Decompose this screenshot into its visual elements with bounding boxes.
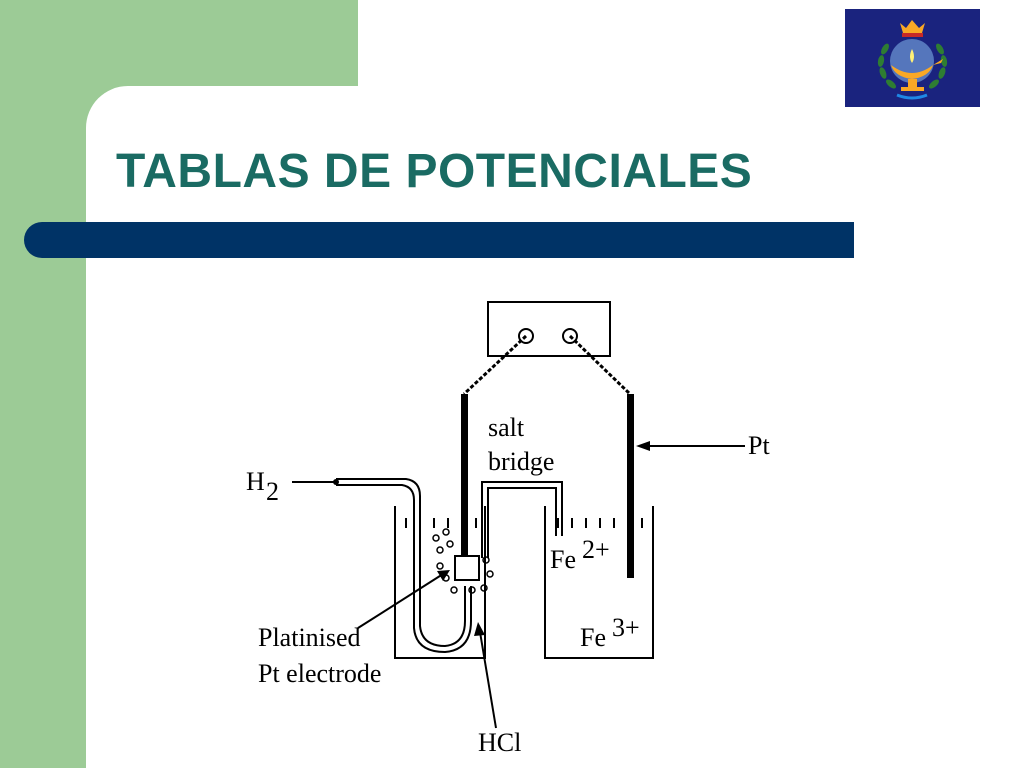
platinised-arrow <box>357 570 450 629</box>
pt-arrow <box>636 441 745 451</box>
hcl-label: HCl <box>478 728 521 757</box>
title-underline-bar <box>24 222 854 258</box>
fe2-superscript: 2+ <box>582 535 610 564</box>
salt-label: salt <box>488 413 525 442</box>
fe3-label: Fe <box>580 623 606 652</box>
voltmeter-box <box>487 301 611 357</box>
left-wire <box>462 334 528 396</box>
slide-title: TABLAS DE POTENCIALES <box>116 145 753 198</box>
hydrogen-electrode-rod <box>461 394 468 556</box>
platinised-pt-square <box>454 555 480 581</box>
salt-bridge <box>481 481 563 558</box>
fe3-superscript: 3+ <box>612 613 640 642</box>
h2-tube <box>336 478 466 648</box>
right-wire <box>568 334 632 396</box>
content-panel <box>86 86 1024 768</box>
pt-electrode-rod <box>627 394 634 578</box>
platinised-label: Platinised <box>258 623 361 652</box>
h2-subscript: 2 <box>266 477 279 506</box>
h2-label: H <box>246 467 265 496</box>
right-beaker <box>544 506 654 659</box>
bridge-label: bridge <box>488 447 554 476</box>
pt-electrode-label: Pt electrode <box>258 659 381 688</box>
hcl-arrow <box>474 622 497 729</box>
fe2-label: Fe <box>550 545 576 574</box>
university-crest-icon <box>845 9 980 107</box>
hydrogen-electrode-diagram: H 2 salt bridge Pt Fe 2+ Fe 3+ Platinise… <box>240 296 800 766</box>
pt-label: Pt <box>748 431 770 460</box>
left-beaker <box>394 506 486 659</box>
